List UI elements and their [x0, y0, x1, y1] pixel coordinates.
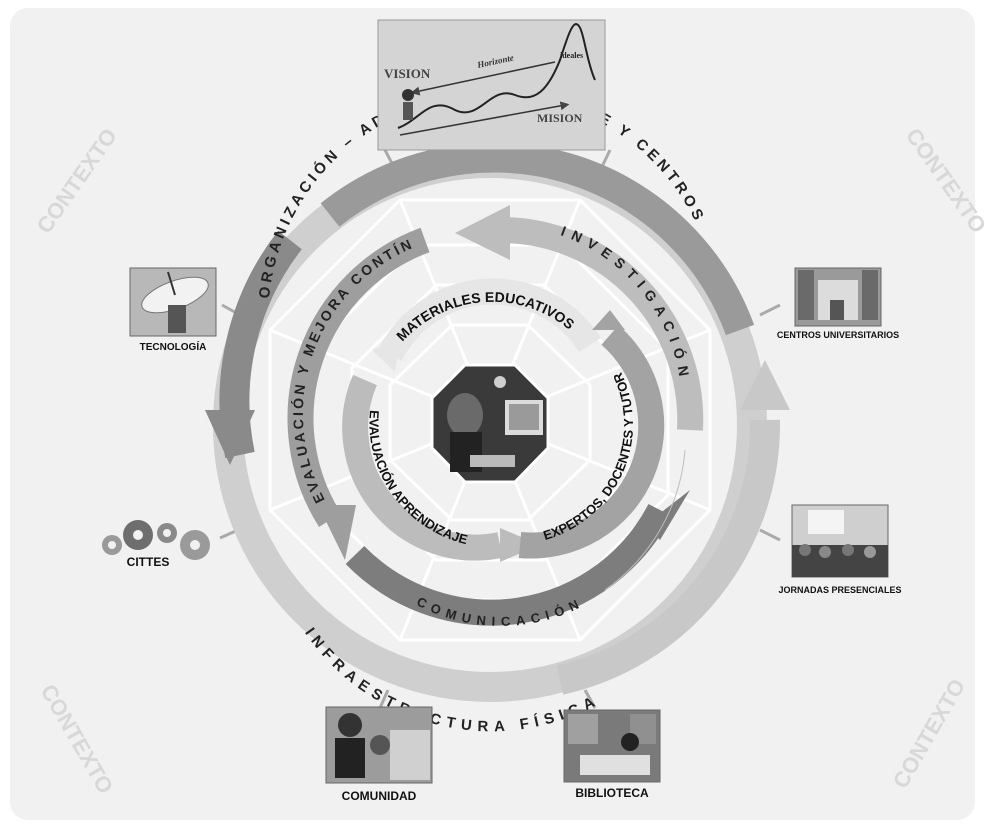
- cittes-label: CITTES: [127, 555, 170, 569]
- vision-figure: [402, 89, 414, 101]
- jornadas-photo: [791, 504, 889, 578]
- centros-photo: [794, 267, 882, 327]
- right-middle-arrow-band: [604, 449, 686, 591]
- horizonte-arrow: [410, 61, 556, 96]
- ideales-label: ideales: [560, 51, 583, 60]
- investigacion-arrowhead: [455, 205, 510, 260]
- vision-mountain-line: [397, 23, 596, 129]
- biblioteca-label: BIBLIOTECA: [575, 786, 649, 800]
- outer-ring-top-arc: [320, 142, 755, 336]
- connector-line: [759, 303, 781, 317]
- evaluacion-aprendizaje-arrow-band: [342, 374, 503, 561]
- comunicacion-arrow-band: [345, 503, 672, 626]
- tecnologia-label: TECNOLOGÍA: [140, 340, 207, 353]
- connector-line: [583, 689, 597, 709]
- materiales-arrow-band: [378, 278, 601, 362]
- evaluacion-mejora-arrow-band: [287, 227, 430, 527]
- connector-line: [759, 528, 781, 542]
- outer-left-arrowhead: [205, 410, 255, 465]
- materiales-arrowhead: [372, 340, 400, 372]
- biblioteca-photo: [563, 709, 661, 783]
- center-photo: [430, 363, 550, 484]
- vision-panel: VISION Horizonte ideales MISION: [377, 19, 606, 151]
- outer-right-arrowhead: [740, 360, 790, 410]
- centros-label: CENTROS UNIVERSITARIOS: [777, 330, 899, 340]
- tecnologia-photo: [129, 267, 217, 337]
- outer-ring-right-arc: [556, 419, 781, 695]
- jornadas-label: JORNADAS PRESENCIALES: [778, 585, 901, 595]
- mision-label: MISION: [537, 111, 583, 125]
- connector-line: [378, 689, 390, 709]
- comunidad-photo: [325, 706, 433, 784]
- expertos-arrowhead: [592, 310, 625, 330]
- comunidad-label: COMUNIDAD: [342, 789, 417, 803]
- evaluacion-mejora-arrowhead: [318, 505, 356, 560]
- cittes-gears-icon: [102, 520, 210, 560]
- expertos-arrow-band: [518, 325, 665, 559]
- vision-label: VISION: [384, 66, 431, 81]
- mision-arrow: [399, 101, 570, 136]
- investigacion-arrow-band: [499, 216, 704, 431]
